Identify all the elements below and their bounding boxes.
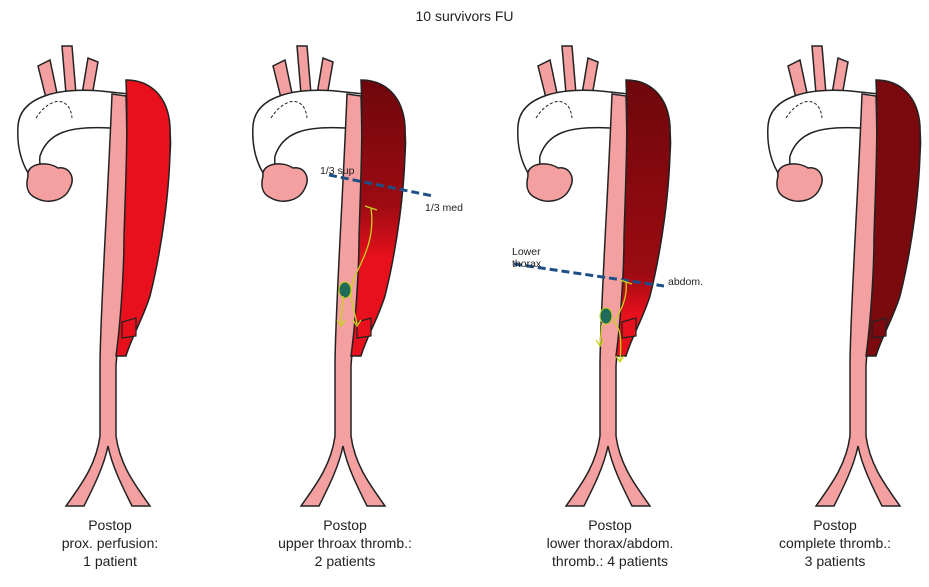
aorta-illustration xyxy=(235,36,455,516)
panel-complete-thromb: Postop complete thromb.: 3 patients xyxy=(750,36,929,587)
aorta-vessel xyxy=(253,46,406,506)
caption: Postop complete thromb.: 3 patients xyxy=(750,516,920,570)
caption: Postop prox. perfusion: 1 patient xyxy=(0,516,220,570)
aorta-vessel xyxy=(768,46,921,506)
panel-prox-perfusion: Postop prox. perfusion: 1 patient xyxy=(0,36,220,587)
aorta-illustration xyxy=(750,36,929,516)
label-one-third-med: 1/3 med xyxy=(425,202,463,214)
entry-tear-icon xyxy=(600,308,612,324)
caption: Postop upper throax thromb.: 2 patients xyxy=(235,516,455,570)
aorta-vessel xyxy=(518,46,671,506)
panel-lower-thorax-abdom-thromb: Lower thorax abdom. Postop lower thorax/… xyxy=(500,36,720,587)
aorta-vessel xyxy=(18,46,171,506)
label-abdom: abdom. xyxy=(668,276,703,288)
panel-upper-thorax-thromb: 1/3 sup 1/3 med Postop upper throax thro… xyxy=(235,36,455,587)
aorta-illustration xyxy=(0,36,220,516)
label-lower-thorax: Lower thorax xyxy=(512,246,541,270)
caption: Postop lower thorax/abdom. thromb.: 4 pa… xyxy=(500,516,720,570)
figure-title: 10 survivors FU xyxy=(0,8,929,24)
label-one-third-sup: 1/3 sup xyxy=(320,165,354,177)
entry-tear-icon xyxy=(339,282,351,298)
